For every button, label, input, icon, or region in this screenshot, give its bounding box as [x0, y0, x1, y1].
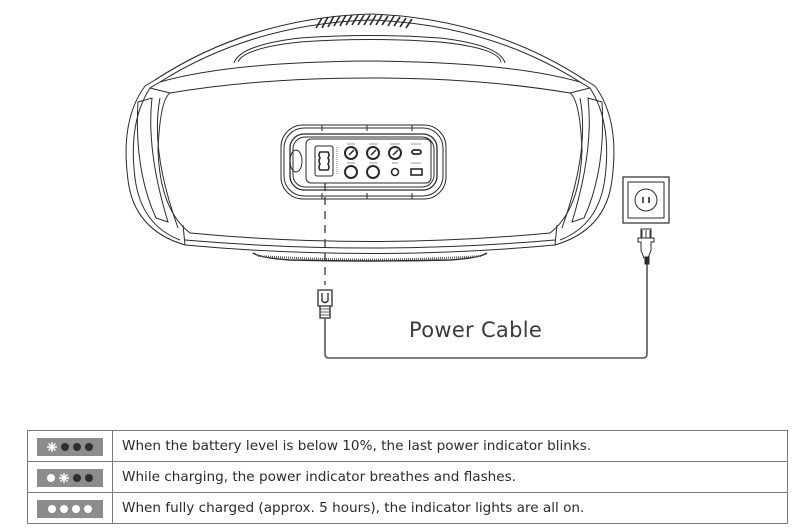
power-plug-icon — [637, 228, 655, 265]
led-on-icon — [60, 504, 68, 513]
indicator-description: When fully charged (approx. 5 hours), th… — [112, 492, 788, 524]
led-blink-icon — [59, 472, 69, 483]
led-on-icon — [72, 504, 80, 513]
led-off-icon — [85, 473, 93, 482]
led-off-icon — [73, 473, 81, 482]
led-bar-charging — [37, 468, 103, 487]
led-blink-icon — [47, 441, 57, 452]
indicator-cell — [27, 492, 113, 524]
table-row: When fully charged (approx. 5 hours), th… — [27, 492, 788, 524]
table-row: While charging, the power indicator brea… — [27, 461, 788, 493]
indicator-description: When the battery level is below 10%, the… — [112, 430, 788, 462]
led-bar-full — [37, 499, 103, 518]
battery-indicator-table: When the battery level is below 10%, the… — [27, 430, 788, 524]
wall-outlet-icon — [622, 176, 670, 224]
ac-inlet-icon — [314, 145, 338, 177]
led-bar-low-battery — [37, 437, 103, 456]
led-on-icon — [84, 504, 92, 513]
indicator-cell — [27, 430, 113, 462]
led-on-icon — [47, 473, 55, 482]
speaker-power-connection-diagram — [125, 13, 670, 359]
led-off-icon — [85, 442, 93, 451]
table-row: When the battery level is below 10%, the… — [27, 430, 788, 462]
power-cable-label: Power Cable — [409, 318, 543, 342]
power-cable — [324, 263, 648, 359]
led-on-icon — [48, 504, 56, 513]
led-off-icon — [61, 442, 69, 451]
ac-connector-icon — [317, 289, 333, 319]
indicator-cell — [27, 461, 113, 493]
speaker-icon — [125, 13, 615, 262]
top-grille — [315, 14, 413, 29]
led-off-icon — [73, 442, 81, 451]
indicator-description: While charging, the power indicator brea… — [112, 461, 788, 493]
input-panel-icon — [280, 124, 447, 200]
